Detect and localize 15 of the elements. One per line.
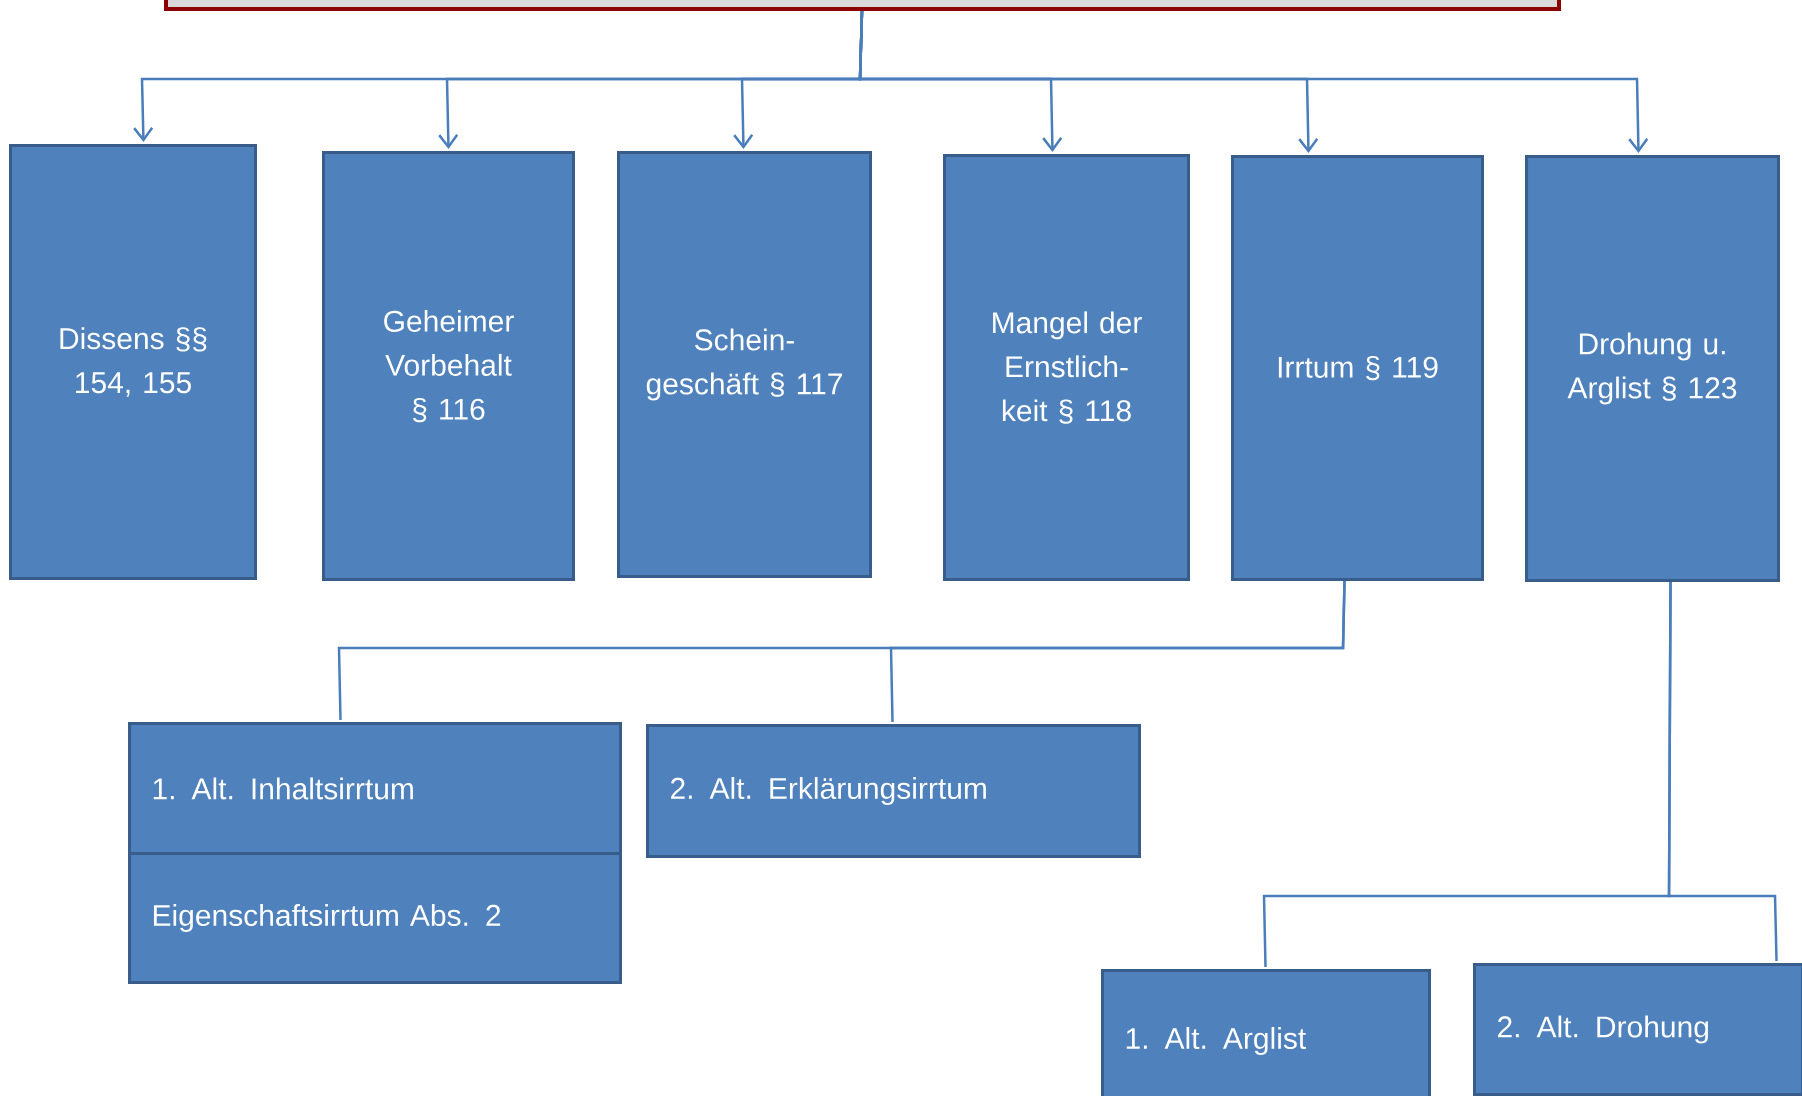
- text-box: Geheimer Vorbehalt § 116: [322, 151, 575, 581]
- text-box: Drohung u. Arglist § 123: [1525, 155, 1780, 582]
- text-box: Irrtum § 119: [1231, 155, 1484, 581]
- text-box: Eigenschaftsirrtum Abs. 2: [128, 852, 622, 984]
- text-box: Schein- geschäft § 117: [617, 151, 872, 578]
- text-box: 1. Alt. Arglist: [1101, 969, 1431, 1096]
- connector: [858, 10, 1649, 153]
- text-box: Mangel der Ernstlich- keit § 118: [943, 154, 1190, 581]
- text-box: 1. Alt. Inhaltsirrtum: [128, 722, 622, 855]
- text-box: 2. Alt. Drohung: [1473, 963, 1802, 1096]
- connector: [889, 581, 1346, 723]
- text-box: Dissens §§ 154, 155: [9, 144, 257, 580]
- header-box: [164, 0, 1561, 11]
- connector: [1667, 582, 1778, 962]
- text-box: 2. Alt. Erklärungsirrtum: [646, 724, 1141, 858]
